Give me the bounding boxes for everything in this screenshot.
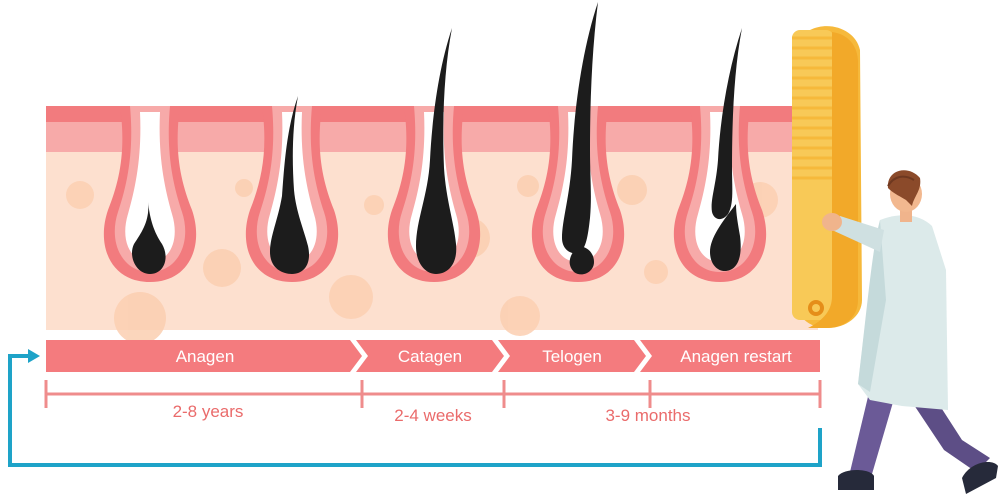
phase-label-anagen: Anagen: [176, 347, 235, 366]
phase-catagen: [356, 340, 504, 372]
duration-timeline: [44, 380, 822, 408]
hair-follicle-icon: [245, 96, 339, 282]
duration-label-catagen: 2-4 weeks: [394, 406, 471, 425]
phase-anagen: [46, 340, 362, 372]
hair-follicle-icon: [673, 28, 767, 282]
hair-follicle-icon: [103, 106, 197, 282]
doctor-figure-icon: [822, 170, 998, 494]
hair-follicle-icon: [531, 2, 625, 282]
hair-follicle-icon: [387, 28, 481, 282]
cycle-arrow-icon: [8, 349, 822, 467]
skin-cross-section: [46, 2, 818, 344]
phase-label-telogen: Telogen: [542, 347, 602, 366]
duration-label-anagen: 2-8 years: [173, 402, 244, 421]
phase-bar: Anagen Catagen Telogen Anagen restart: [46, 340, 820, 372]
duration-label-telogen: 3-9 months: [605, 406, 690, 425]
comb-icon: [792, 26, 862, 328]
phase-label-anagen-restart: Anagen restart: [680, 347, 792, 366]
phase-anagen-restart: [640, 340, 820, 372]
phase-label-catagen: Catagen: [398, 347, 462, 366]
phase-telogen: [498, 340, 646, 372]
